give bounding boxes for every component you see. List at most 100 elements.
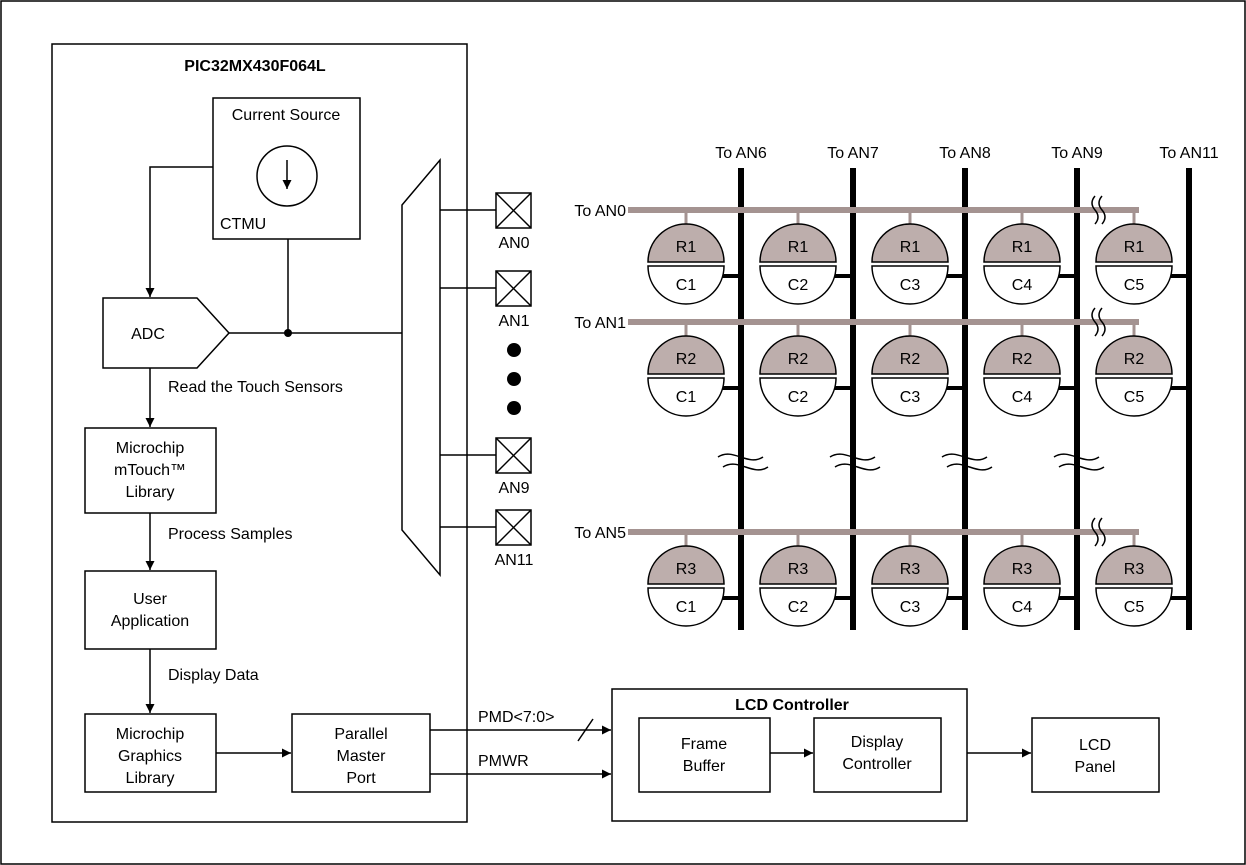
user-app-line-1: User xyxy=(133,591,167,608)
sensor-cap xyxy=(647,587,725,627)
display-data-label: Display Data xyxy=(168,667,259,684)
sensor-cap xyxy=(759,377,837,417)
pin-an0: AN0 xyxy=(495,192,532,252)
ctmu-label: CTMU xyxy=(220,216,266,233)
sensor-electrode xyxy=(983,335,1061,375)
pmwr-label: PMWR xyxy=(478,753,529,770)
lcd-panel-line-1: LCD xyxy=(1079,737,1111,754)
pin-an11: AN11 xyxy=(495,509,534,569)
sensor-c-label: C4 xyxy=(1012,277,1033,294)
sensor-electrode xyxy=(871,335,949,375)
sensor-cap xyxy=(983,265,1061,305)
sensor-c-label: C1 xyxy=(676,389,697,406)
user-application-block xyxy=(84,570,217,650)
sensor-c-label: C5 xyxy=(1124,277,1145,294)
current-source-label: Current Source xyxy=(232,107,341,124)
pins: AN0 AN1 AN9 AN11 xyxy=(495,192,534,569)
frame-buffer-block xyxy=(638,717,771,793)
sensor-c-label: C1 xyxy=(676,599,697,616)
adc-block xyxy=(102,297,231,369)
analog-mux xyxy=(401,157,441,578)
sensor-r-label: R2 xyxy=(1012,351,1033,368)
sensor-r-label: R3 xyxy=(1124,561,1145,578)
column-label: To AN9 xyxy=(1051,145,1103,162)
sensor-c-label: C1 xyxy=(676,277,697,294)
mtouch-line-2: mTouch™ xyxy=(114,462,186,479)
lcd-panel-line-2: Panel xyxy=(1075,759,1116,776)
pmp-line-1: Parallel xyxy=(334,726,387,743)
ellipsis-dot xyxy=(507,343,521,357)
sensor-cap xyxy=(759,265,837,305)
sensor-r-label: R3 xyxy=(1012,561,1033,578)
mtouch-line-1: Microchip xyxy=(116,440,185,457)
break-mark xyxy=(1091,307,1106,337)
column-label: To AN7 xyxy=(827,145,879,162)
column-label: To AN8 xyxy=(939,145,991,162)
sensor-cap xyxy=(759,587,837,627)
sensor-r-label: R1 xyxy=(900,239,921,256)
sensor-r-label: R1 xyxy=(1012,239,1033,256)
sensor-electrode xyxy=(647,545,725,585)
junction-dot xyxy=(284,329,292,337)
sensor-electrode xyxy=(1095,223,1173,263)
pin-an1-label: AN1 xyxy=(498,313,529,330)
mcu-title: PIC32MX430F064L xyxy=(184,58,326,75)
sensor-electrode xyxy=(1095,545,1173,585)
pin-an9: AN9 xyxy=(495,437,532,497)
column-label: To AN11 xyxy=(1159,145,1218,162)
sensor-cap xyxy=(647,377,725,417)
sensor-electrode xyxy=(759,223,837,263)
sensor-cap xyxy=(871,265,949,305)
sensor-cap xyxy=(983,587,1061,627)
sensor-electrode xyxy=(983,545,1061,585)
sensor-electrode xyxy=(871,223,949,263)
sensor-r-label: R3 xyxy=(788,561,809,578)
sensor-r-label: R3 xyxy=(676,561,697,578)
sensor-cap xyxy=(871,377,949,417)
pmp-block xyxy=(291,713,431,793)
sensor-electrode xyxy=(759,335,837,375)
sensor-c-label: C3 xyxy=(900,277,921,294)
sensor-r-label: R1 xyxy=(1124,239,1145,256)
sensor-r-label: R3 xyxy=(900,561,921,578)
sensor-c-label: C2 xyxy=(788,389,809,406)
display-controller-line-2: Controller xyxy=(842,756,912,773)
sensor-c-label: C5 xyxy=(1124,389,1145,406)
sensor-electrode xyxy=(983,223,1061,263)
sensor-r-label: R2 xyxy=(900,351,921,368)
row-break-marks xyxy=(717,453,1105,471)
ctmu-to-adc-line xyxy=(145,166,213,297)
pin-an11-label: AN11 xyxy=(495,552,534,569)
sensor-cap xyxy=(1095,587,1173,627)
pin-an9-label: AN9 xyxy=(498,480,529,497)
sensor-c-label: C5 xyxy=(1124,599,1145,616)
process-samples-label: Process Samples xyxy=(168,526,293,543)
sensor-cap xyxy=(1095,265,1173,305)
sensor-c-label: C3 xyxy=(900,599,921,616)
sensor-cap xyxy=(983,377,1061,417)
sensor-c-label: C2 xyxy=(788,599,809,616)
pin-an0-label: AN0 xyxy=(498,235,529,252)
sensor-cap xyxy=(647,265,725,305)
lcd-panel-block xyxy=(1031,717,1160,793)
graphics-line-1: Microchip xyxy=(116,726,185,743)
break-mark xyxy=(1091,195,1106,225)
frame-buffer-line-2: Buffer xyxy=(683,758,726,775)
bus-slash xyxy=(577,718,594,742)
sensor-r-label: R2 xyxy=(788,351,809,368)
pin-an1: AN1 xyxy=(495,270,532,330)
mcu-block: PIC32MX430F064L Current Source CTMU ADC … xyxy=(51,43,496,823)
sensor-cap xyxy=(871,587,949,627)
sensor-c-label: C4 xyxy=(1012,389,1033,406)
sensor-electrode xyxy=(647,335,725,375)
ellipsis-dot xyxy=(507,372,521,386)
sensor-r-label: R1 xyxy=(788,239,809,256)
break-mark xyxy=(1091,517,1106,547)
user-app-line-2: Application xyxy=(111,613,189,630)
pmp-line-3: Port xyxy=(346,770,376,787)
sensor-cap xyxy=(1095,377,1173,417)
